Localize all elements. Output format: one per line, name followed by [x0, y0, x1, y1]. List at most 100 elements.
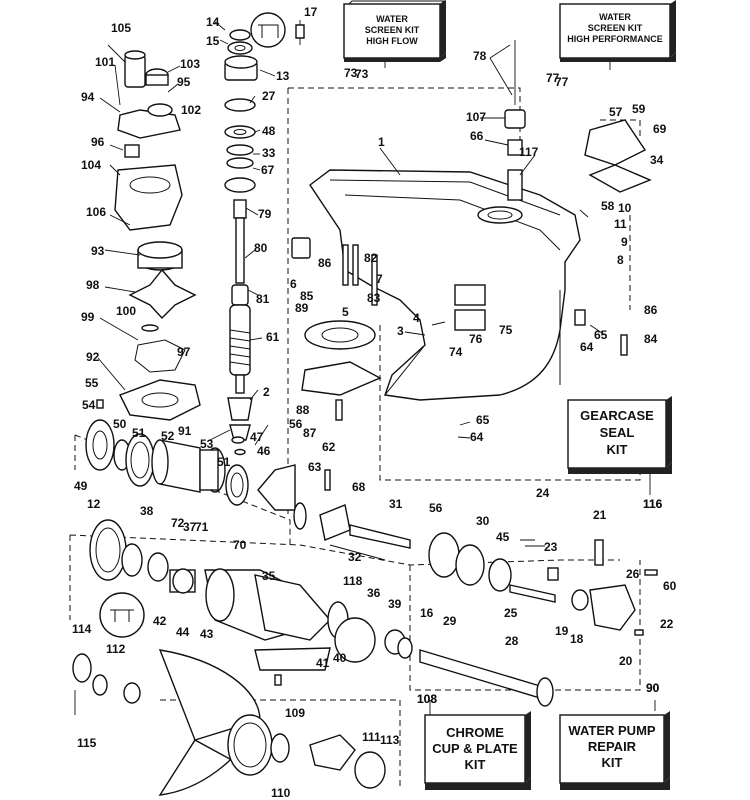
- water-pump-assembly: [96, 50, 201, 421]
- callout-65: 65: [476, 413, 490, 427]
- callout-89: 89: [295, 301, 309, 315]
- callout-102: 102: [181, 103, 201, 117]
- callout-70: 70: [233, 538, 247, 552]
- callout-21: 21: [593, 508, 607, 522]
- callout-25: 25: [504, 606, 518, 620]
- callout-51: 51: [217, 455, 231, 469]
- callout-93: 93: [91, 244, 105, 258]
- callout-13: 13: [276, 69, 290, 83]
- callout-86: 86: [644, 303, 658, 317]
- callout-111: 111: [362, 730, 381, 744]
- callout-95: 95: [177, 75, 191, 89]
- callout-75: 75: [499, 323, 513, 337]
- callout-29: 29: [443, 614, 457, 628]
- callout-118: 118: [343, 574, 363, 588]
- callout-65: 65: [594, 328, 608, 342]
- callout-4: 4: [413, 311, 420, 325]
- callout-16: 16: [420, 606, 434, 620]
- kit-number-108: 108: [417, 692, 437, 706]
- callout-69: 69: [653, 122, 667, 136]
- callout-28: 28: [505, 634, 519, 648]
- callout-9: 9: [621, 235, 628, 249]
- callout-31: 31: [389, 497, 403, 511]
- callout-23: 23: [544, 540, 558, 554]
- leader-lines: [97, 21, 606, 446]
- callout-53: 53: [200, 437, 214, 451]
- callout-90: 90: [646, 681, 660, 695]
- gearcase-housing: [309, 169, 581, 401]
- callout-59: 59: [632, 102, 646, 116]
- callout-42: 42: [153, 614, 167, 628]
- callout-96: 96: [91, 135, 105, 149]
- callout-109: 109: [285, 706, 305, 720]
- callout-63: 63: [308, 460, 322, 474]
- callout-27: 27: [262, 89, 276, 103]
- callout-48: 48: [262, 124, 276, 138]
- callout-83: 83: [367, 291, 381, 305]
- callout-24: 24: [536, 486, 550, 500]
- kit-box-90: WATER PUMP REPAIR KIT: [559, 711, 670, 790]
- callout-45: 45: [496, 530, 510, 544]
- callout-94: 94: [81, 90, 95, 104]
- callout-115: 115: [77, 736, 97, 750]
- callout-51: 51: [132, 426, 146, 440]
- callout-12: 12: [87, 497, 101, 511]
- callout-108: 108: [417, 692, 437, 706]
- callout-113: 113: [380, 733, 400, 747]
- callout-110: 110: [271, 786, 291, 800]
- kit-73-line-2: SCREEN KIT: [365, 25, 420, 35]
- callout-43: 43: [200, 627, 214, 641]
- kit-77-line-3: HIGH PERFORMANCE: [567, 34, 663, 44]
- kit-90-line-1: WATER PUMP: [568, 723, 655, 738]
- callout-1: 1: [378, 135, 385, 149]
- callout-74: 74: [449, 345, 463, 359]
- kit-box-73: WATER SCREEN KIT HIGH FLOW: [343, 0, 446, 62]
- callout-3: 3: [397, 324, 404, 338]
- kit-number-73: 73: [355, 67, 369, 81]
- kit-116-line-2: SEAL: [600, 425, 635, 440]
- callout-64: 64: [580, 340, 594, 354]
- callout-77: 77: [546, 71, 560, 85]
- centre-small-parts: [291, 40, 652, 421]
- callout-15: 15: [206, 34, 220, 48]
- callout-8: 8: [617, 253, 624, 267]
- callout-40: 40: [333, 651, 347, 665]
- callout-7: 7: [376, 272, 383, 286]
- callout-18: 18: [570, 632, 584, 646]
- kit-108-line-3: KIT: [465, 757, 486, 772]
- callout-86: 86: [318, 256, 332, 270]
- callout-20: 20: [619, 654, 633, 668]
- kit-108-line-1: CHROME: [446, 725, 504, 740]
- kit-box-77: WATER SCREEN KIT HIGH PERFORMANCE: [559, 0, 676, 62]
- callout-81: 81: [256, 292, 270, 306]
- propeller-shaft-assembly: [72, 519, 658, 796]
- kit-box-116: GEARCASE SEAL KIT: [567, 396, 672, 474]
- callout-60: 60: [663, 579, 677, 593]
- callout-22: 22: [660, 617, 674, 631]
- callout-105: 105: [111, 21, 131, 35]
- callout-116: 116: [643, 497, 663, 511]
- callout-101: 101: [95, 55, 115, 69]
- dashed-outlines: [69, 87, 641, 790]
- kit-90-line-2: REPAIR: [588, 739, 637, 754]
- callout-64: 64: [470, 430, 484, 444]
- callout-71: 71: [195, 520, 209, 534]
- callout-61: 61: [266, 330, 280, 344]
- callout-107: 107: [466, 110, 486, 124]
- callout-56: 56: [289, 417, 303, 431]
- callout-10: 10: [618, 201, 632, 215]
- callout-117: 117: [519, 145, 539, 159]
- callout-58: 58: [601, 199, 615, 213]
- callout-5: 5: [342, 305, 349, 319]
- callout-46: 46: [257, 444, 271, 458]
- callout-72: 72: [171, 516, 185, 530]
- callout-33: 33: [262, 146, 276, 160]
- callout-91: 91: [178, 424, 192, 438]
- kit-73-line-3: HIGH FLOW: [366, 36, 418, 46]
- callout-38: 38: [140, 504, 154, 518]
- callout-19: 19: [555, 624, 569, 638]
- kit-108-line-2: CUP & PLATE: [432, 741, 518, 756]
